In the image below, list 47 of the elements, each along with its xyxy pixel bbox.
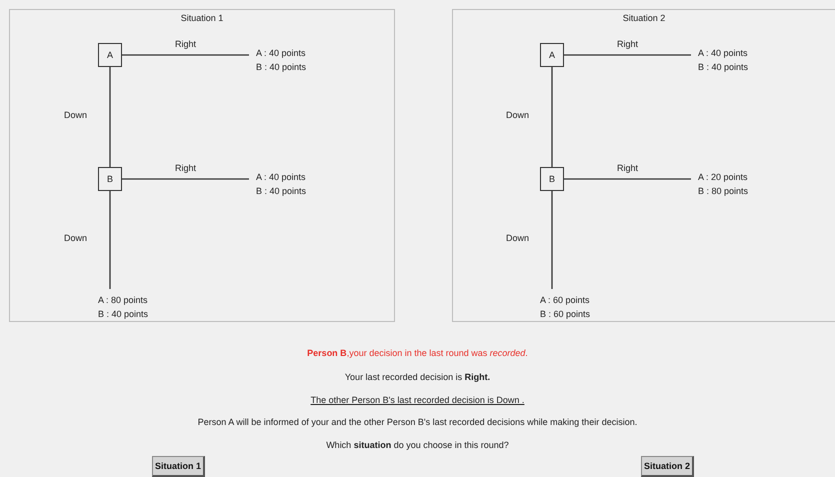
branch-line [564, 178, 691, 180]
payoff-text: A : 20 points [698, 171, 749, 184]
edge-label: Down [64, 110, 88, 120]
status-message: Person B,your decision in the last round was recorded. [307, 348, 528, 358]
situation-panel [9, 9, 395, 322]
payoff-text: B : 40 points [98, 308, 150, 321]
player-label: B [106, 174, 113, 184]
branch-line [109, 67, 111, 167]
payoff-text: A : 40 points [698, 47, 749, 60]
question-text: Which situation do you choose in this round? [326, 440, 509, 450]
situation-button: Situation 1 [152, 456, 206, 477]
edge-label: Right [174, 39, 196, 49]
edge-label: Down [64, 233, 88, 243]
payoff-text: B : 40 points [698, 61, 750, 74]
payoff-text: B : 60 points [540, 308, 592, 321]
edge-label: Down [506, 233, 530, 243]
payoff-text: B : 40 points [256, 61, 308, 74]
payoff-text: A : 80 points [98, 294, 149, 307]
decision-text: Your last recorded decision is Right. [344, 372, 490, 382]
branch-line [551, 67, 553, 167]
branch-line [109, 191, 111, 289]
payoff-text: B : 40 points [256, 185, 308, 198]
payoff-text: A : 60 points [540, 294, 591, 307]
situation-button: Situation 2 [641, 456, 694, 477]
player-box [98, 167, 122, 191]
branch-line [551, 191, 553, 289]
payoff-text: B : 80 points [698, 185, 750, 198]
branch-line [564, 54, 691, 56]
branch-line [122, 54, 249, 56]
panel-title: Situation 1 [180, 13, 224, 23]
edge-label: Right [174, 163, 196, 173]
info-text: Person A will be informed of your and the other Person B's last recorded decisions while making their decision. [198, 417, 638, 427]
situation-panel [452, 9, 835, 322]
other-decision-text: The other Person B's last recorded decision is Down . [310, 395, 524, 405]
player-box [540, 43, 564, 67]
edge-label: Right [616, 163, 638, 173]
player-label: A [548, 50, 555, 60]
edge-label: Down [506, 110, 530, 120]
player-label: A [106, 50, 113, 60]
payoff-text: A : 40 points [256, 47, 307, 60]
player-label: B [548, 174, 555, 184]
panel-title: Situation 2 [622, 13, 666, 23]
branch-line [122, 178, 249, 180]
payoff-text: A : 40 points [256, 171, 307, 184]
player-box [98, 43, 122, 67]
edge-label: Right [616, 39, 638, 49]
player-box [540, 167, 564, 191]
